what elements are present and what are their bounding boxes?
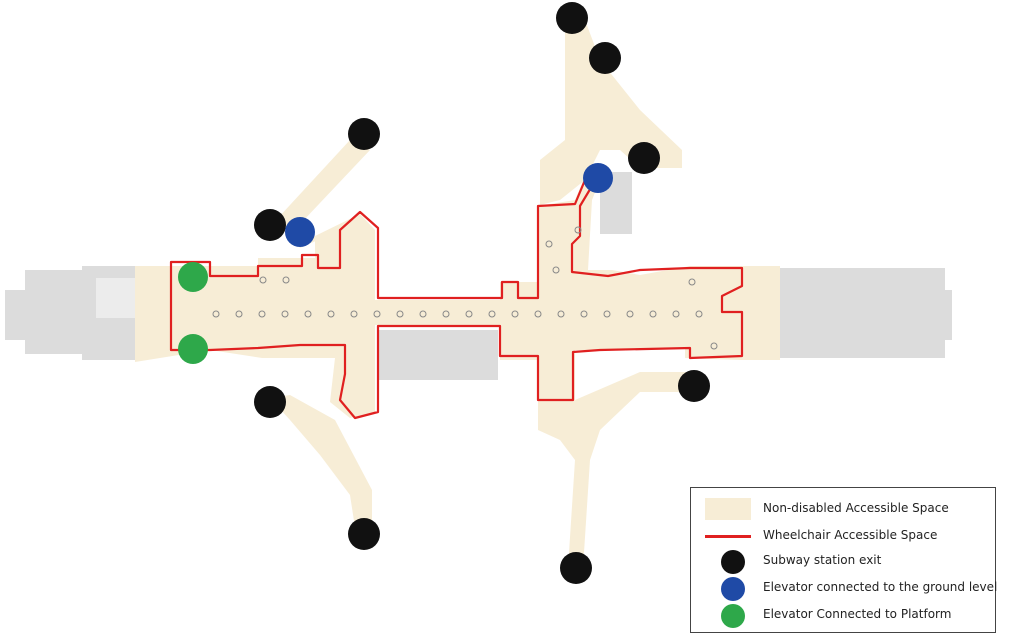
pillar-13	[488, 310, 496, 318]
exit-dot-icon	[721, 550, 745, 574]
pillar-11	[442, 310, 450, 318]
pillar-12	[465, 310, 473, 318]
pillar-20	[649, 310, 657, 318]
central-gray-room	[378, 330, 498, 380]
exit-markers	[254, 2, 710, 584]
pillar-28	[688, 278, 696, 286]
elevator-platform-marker-1	[178, 262, 208, 292]
pillar-3	[258, 310, 266, 318]
pillar-7	[350, 310, 358, 318]
elevator-ground-markers	[285, 163, 613, 247]
elevator-ground-dot-icon	[721, 577, 745, 601]
subway-exit-marker-9	[560, 552, 592, 584]
pillar-10	[419, 310, 427, 318]
elevator-platform-markers	[178, 262, 208, 364]
pillar-19	[626, 310, 634, 318]
pillar-5	[304, 310, 312, 318]
pillar-25	[545, 240, 553, 248]
legend-row-elevator-ground: Elevator connected to the ground level	[691, 575, 998, 601]
pillar-23	[259, 276, 267, 284]
pillar-14	[511, 310, 519, 318]
pillar-16	[557, 310, 565, 318]
subway-exit-marker-2	[589, 42, 621, 74]
legend-row-elevator-platform: Elevator Connected to Platform	[691, 602, 995, 628]
pillar-22	[695, 310, 703, 318]
legend-row-non-disabled: Non-disabled Accessible Space	[691, 496, 995, 522]
elevator-platform-marker-2	[178, 334, 208, 364]
subway-exit-marker-5	[254, 209, 286, 241]
legend-label-elevator-platform: Elevator Connected to Platform	[763, 607, 952, 621]
legend-fill-swatch	[705, 498, 751, 520]
pillar-2	[235, 310, 243, 318]
pillar-4	[281, 310, 289, 318]
legend-row-wheelchair: Wheelchair Accessible Space	[691, 523, 995, 549]
non-disabled-accessible-space	[135, 20, 780, 568]
pillar-6	[327, 310, 335, 318]
legend-line-swatch	[705, 535, 751, 538]
subway-exit-marker-1	[556, 2, 588, 34]
southeast-corridor	[538, 372, 696, 568]
subway-exit-marker-8	[348, 518, 380, 550]
pillar-8	[373, 310, 381, 318]
legend-label-exit: Subway station exit	[763, 553, 882, 567]
subway-exit-marker-3	[348, 118, 380, 150]
elevator-ground-marker-1	[285, 217, 315, 247]
wheelchair-accessible-boundary	[169, 178, 744, 420]
west-platform-inner	[96, 278, 140, 318]
pillars	[212, 226, 718, 350]
pillar-21	[672, 310, 680, 318]
elevator-ground-marker-2	[583, 163, 613, 193]
subway-exit-marker-6	[678, 370, 710, 402]
pillar-9	[396, 310, 404, 318]
legend-row-exit: Subway station exit	[691, 548, 995, 574]
main-concourse	[135, 170, 780, 418]
elevator-platform-dot-icon	[721, 604, 745, 628]
legend-label-wheelchair: Wheelchair Accessible Space	[763, 528, 938, 542]
pillar-26	[552, 266, 560, 274]
pillar-15	[534, 310, 542, 318]
pillar-27	[574, 226, 582, 234]
legend-label-non-disabled: Non-disabled Accessible Space	[763, 501, 949, 515]
subway-exit-marker-4	[628, 142, 660, 174]
pillar-18	[603, 310, 611, 318]
legend-label-elevator-ground: Elevator connected to the ground level	[763, 580, 998, 594]
pillar-17	[580, 310, 588, 318]
pillar-1	[212, 310, 220, 318]
pillar-29	[710, 342, 718, 350]
pillar-24	[282, 276, 290, 284]
subway-exit-marker-7	[254, 386, 286, 418]
east-platform-area	[775, 268, 952, 358]
map-legend: Non-disabled Accessible Space Wheelchair…	[690, 487, 998, 633]
